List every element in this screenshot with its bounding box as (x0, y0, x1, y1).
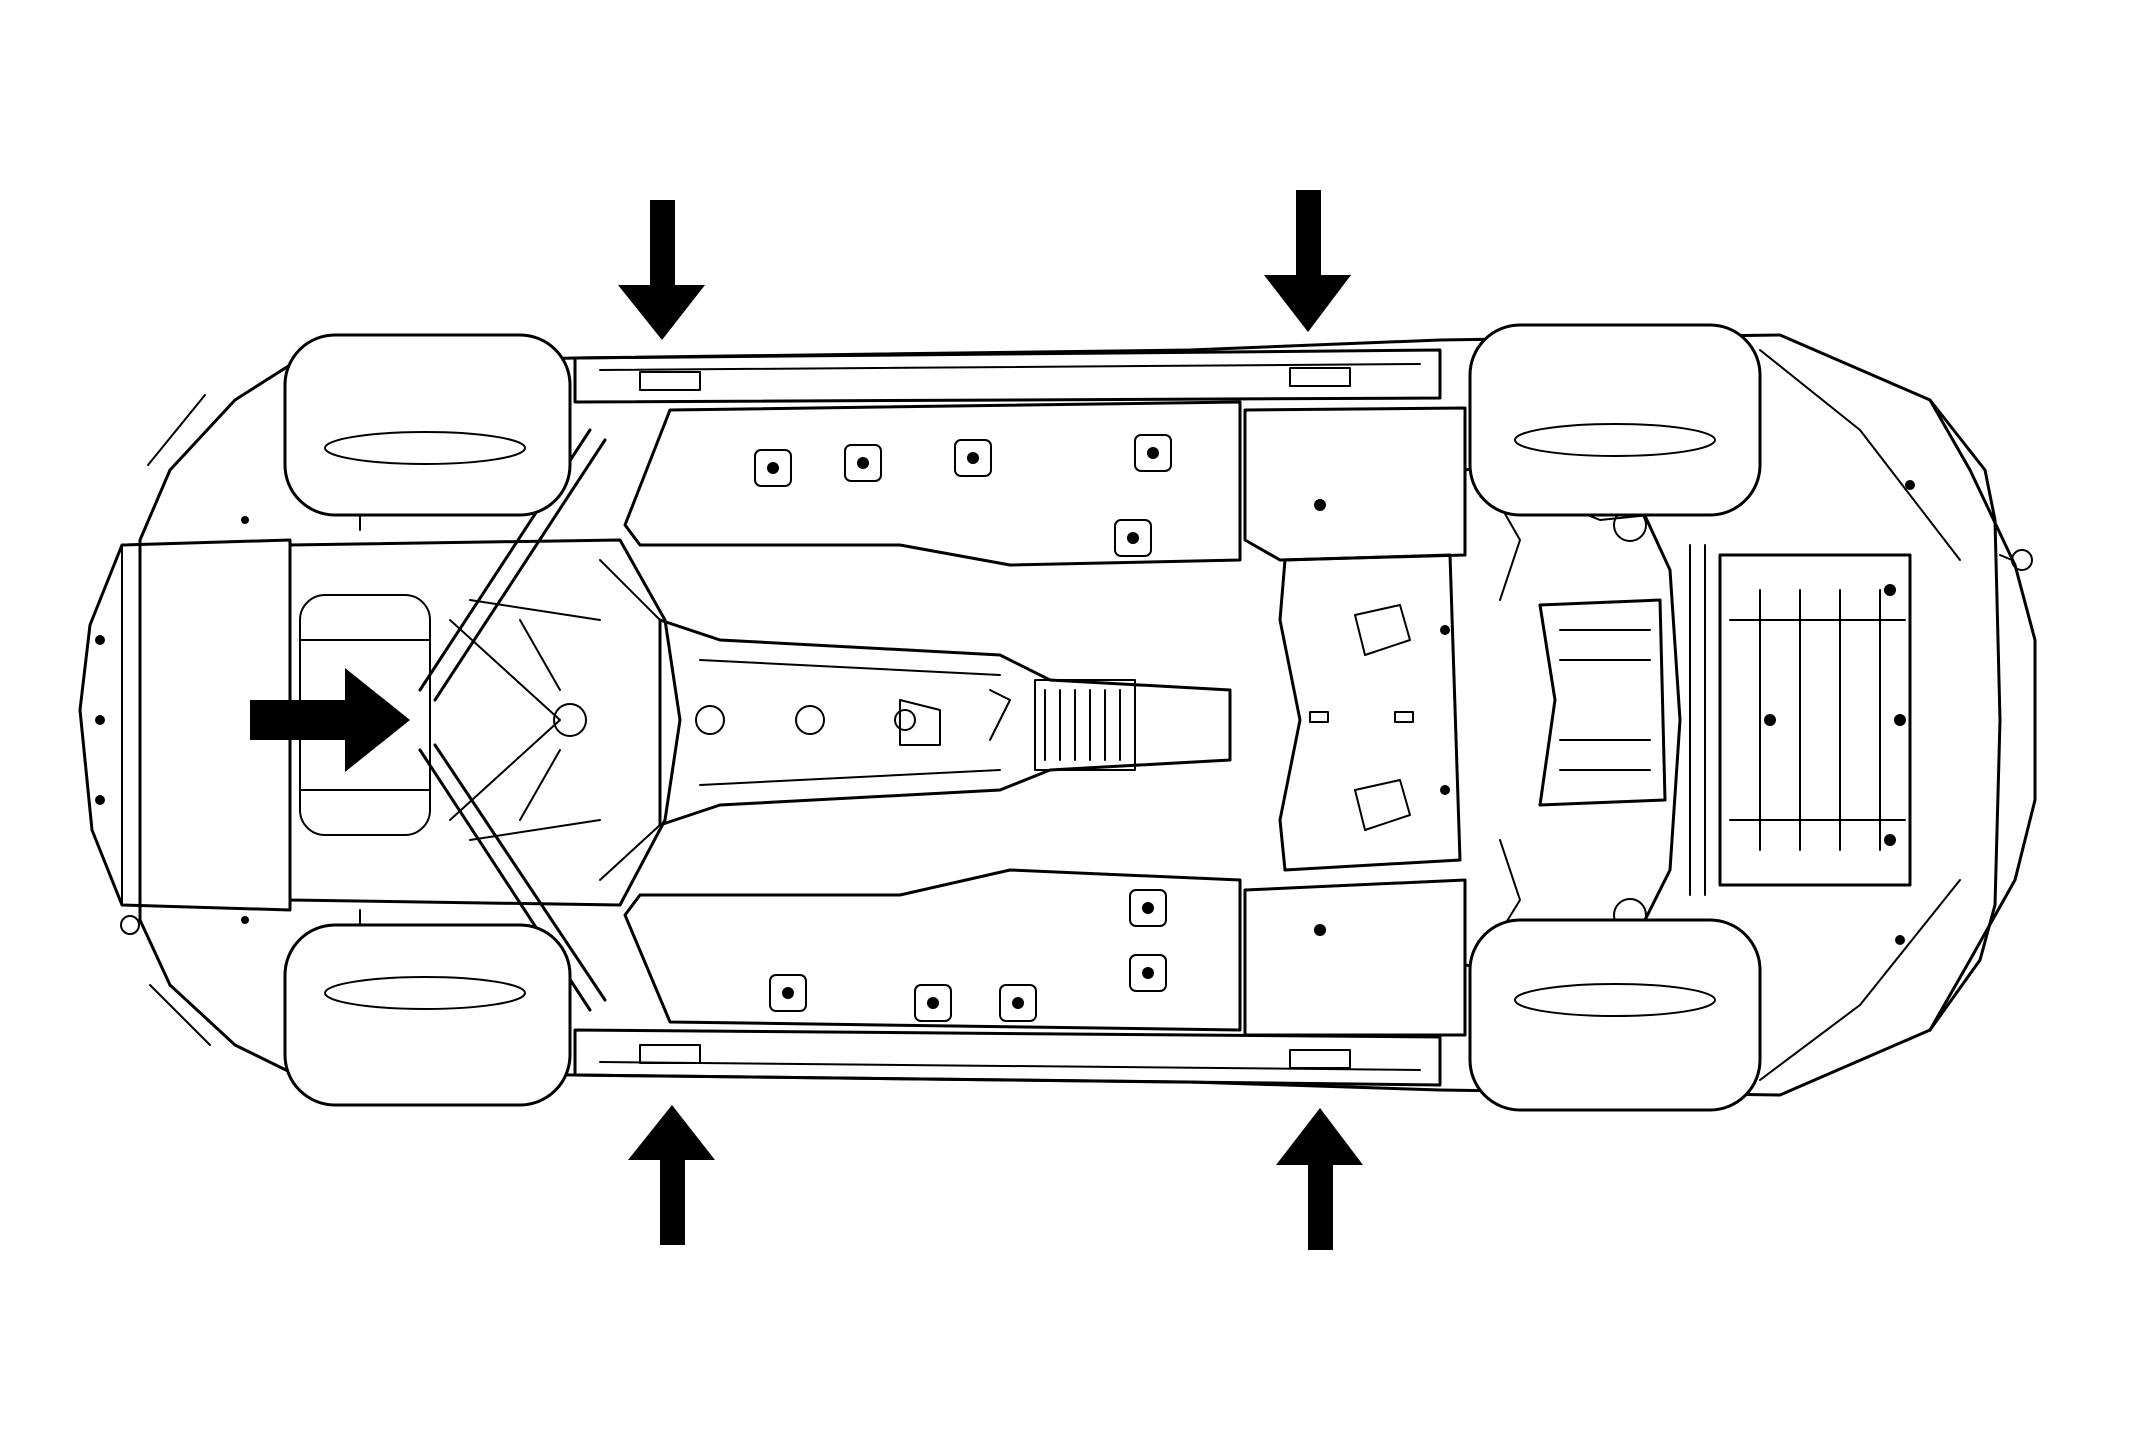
front-left-tire (1468, 323, 1762, 517)
exhaust-pipe (599, 559, 661, 881)
arrow-icon (1276, 1108, 1363, 1250)
rear-x-brace (418, 428, 607, 1012)
radiator-support (1718, 553, 1912, 887)
arrow-icon (628, 1105, 715, 1245)
floor-panel-left (623, 400, 1242, 567)
floor-panel-right (623, 868, 1242, 1032)
center-tunnel (658, 618, 1232, 827)
rear-left-tire (283, 333, 572, 517)
sill-right (573, 1028, 1442, 1087)
arrow-icon (250, 668, 410, 772)
arrow-icon (1264, 190, 1351, 332)
heat-shield (1034, 679, 1136, 771)
fasteners (95, 480, 1915, 945)
tow-hook (2011, 549, 2033, 571)
front-subframe (1463, 453, 1682, 982)
front-fascia (1928, 398, 2037, 1032)
rear-right-tire (283, 923, 572, 1107)
sill-left (573, 348, 1442, 404)
floor-plugs (754, 434, 1172, 1022)
engine-oil-pan (1538, 598, 1667, 807)
under-tray (1243, 406, 1467, 562)
arrow-icon (618, 200, 705, 340)
rear-subframe (288, 538, 682, 907)
